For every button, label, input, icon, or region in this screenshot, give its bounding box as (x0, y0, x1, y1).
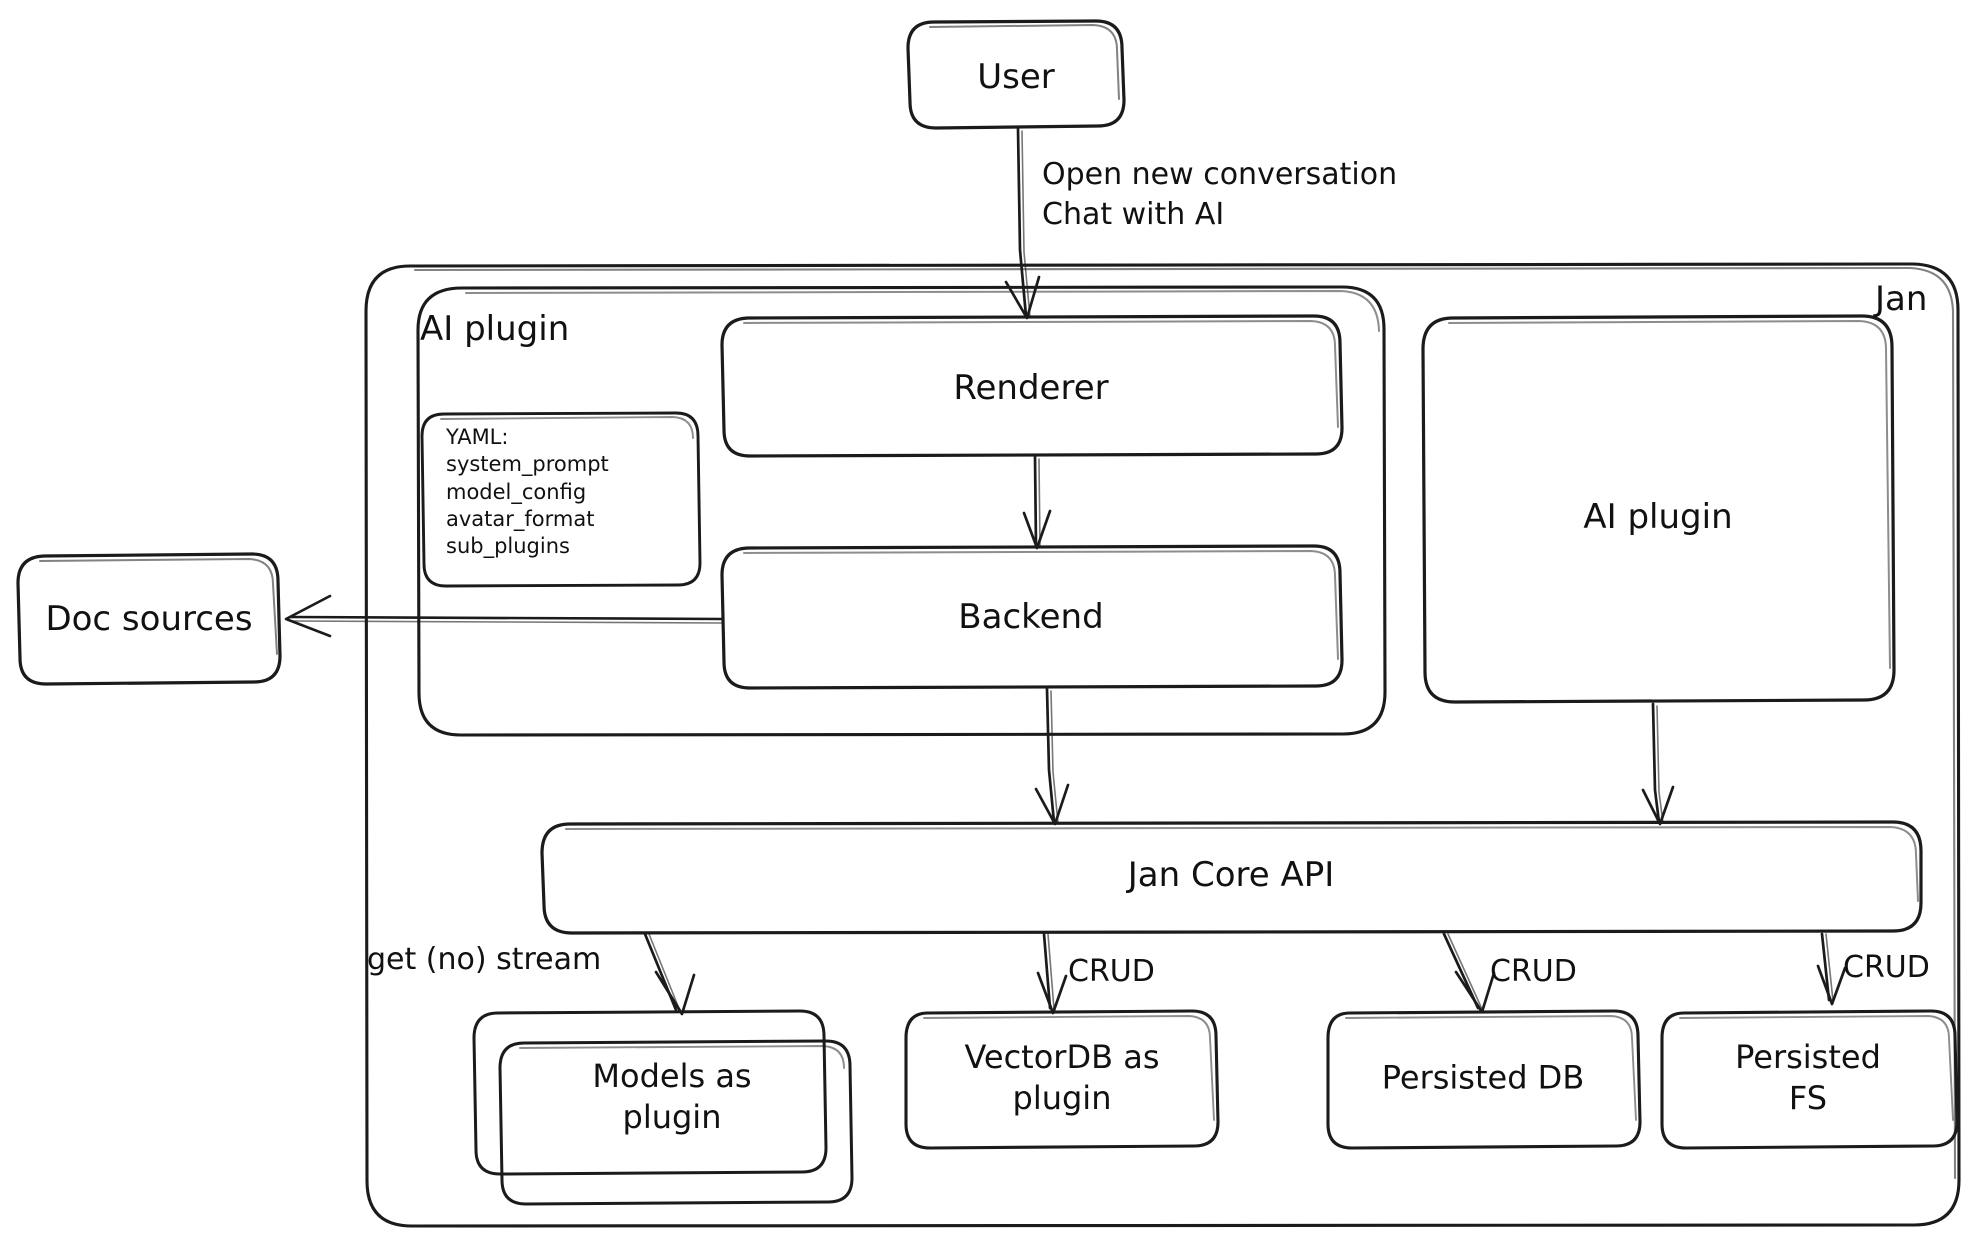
edge-backend-to-jan-core (1034, 687, 1070, 826)
edge-ai-plugin-to-jan-core (1641, 702, 1675, 826)
node-models-plugin[interactable] (472, 1009, 854, 1206)
container-ai-plugin-group (416, 285, 1387, 737)
edge-user-to-renderer (1004, 127, 1041, 320)
edge-label-crud-persisted-fs: CRUD (1843, 950, 1930, 985)
edge-label-crud-vectordb: CRUD (1068, 954, 1155, 989)
node-persisted-fs[interactable] (1660, 1009, 1959, 1150)
edge-label-crud-persisted-db: CRUD (1490, 954, 1577, 989)
node-yaml (420, 411, 702, 588)
node-jan-core-api[interactable] (540, 705, 1923, 935)
edge-label-get-no-stream: get (no) stream (367, 942, 602, 977)
node-persisted-db[interactable] (1326, 1009, 1642, 1150)
edge-jan-core-to-models (643, 932, 696, 1016)
edge-backend-to-doc-sources (284, 594, 724, 638)
node-user[interactable] (906, 19, 1126, 130)
node-doc-sources[interactable] (16, 552, 282, 686)
edge-jan-core-to-persisted-fs (1816, 932, 1847, 1006)
edge-jan-core-to-vectordb (1036, 932, 1068, 1015)
edge-label-open-new-conversation: Open new conversation Chat with AI (1042, 157, 1398, 232)
container-jan (364, 262, 1961, 1228)
node-backend[interactable] (720, 544, 1344, 690)
node-ai-plugin[interactable] (1421, 314, 1896, 704)
edge-jan-core-to-persisted-db (1442, 932, 1496, 1014)
node-renderer[interactable] (720, 314, 1344, 458)
edge-renderer-to-backend (1022, 455, 1052, 550)
node-vectordb-plugin[interactable] (904, 1009, 1220, 1150)
